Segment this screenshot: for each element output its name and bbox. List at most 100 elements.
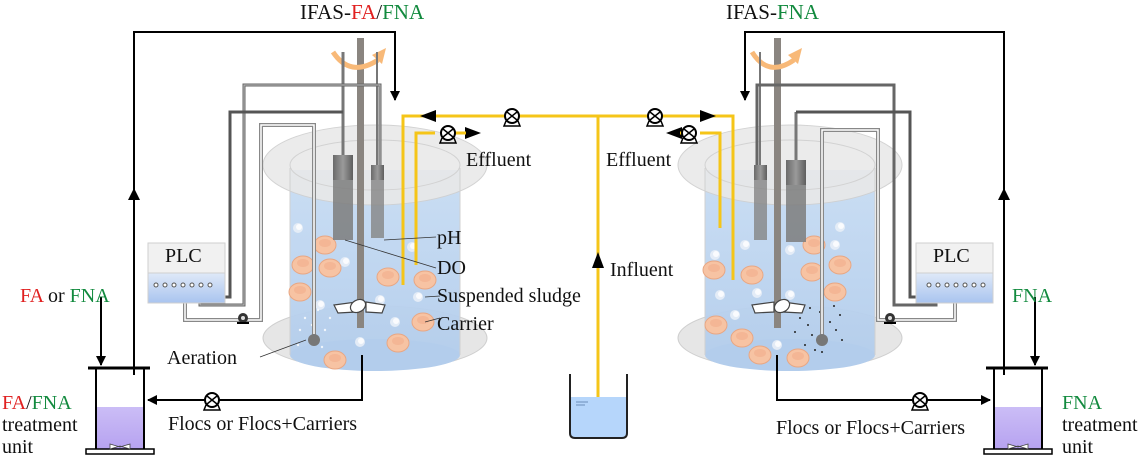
label-leaders — [259, 236, 441, 358]
carrier — [313, 235, 337, 255]
floc — [830, 240, 840, 250]
carrier — [730, 328, 754, 348]
unit-fa: FA — [2, 392, 27, 414]
right-reactor — [677, 38, 903, 371]
left-dosing-label: FA or FNA — [20, 286, 110, 306]
left-ph-probe — [371, 52, 384, 238]
right-feed-arrow — [700, 110, 716, 122]
carrier — [291, 255, 315, 275]
title-prefix: IFAS- — [300, 0, 351, 24]
unit-line-2: treatment — [1062, 414, 1138, 436]
left-reactor — [262, 38, 488, 371]
title-fna: FNA — [776, 0, 819, 24]
unit-slash: / — [26, 392, 32, 414]
carrier — [288, 282, 312, 302]
carrier — [413, 270, 437, 290]
floc — [730, 310, 740, 320]
title-prefix: IFAS- — [726, 0, 777, 24]
right-flocs-pump-icon — [911, 392, 929, 411]
left-agitator-shaft — [357, 38, 364, 328]
carrier — [704, 315, 728, 335]
dosing-fa: FA — [20, 285, 43, 307]
left-flocs-label: Flocs or Flocs+Carriers — [168, 413, 358, 435]
right-flocs-label: Flocs or Flocs+Carriers — [776, 417, 966, 439]
floc — [835, 222, 845, 232]
left-return-line — [133, 31, 400, 375]
unit-fna: FNA — [31, 392, 72, 414]
right-return-line — [740, 31, 1005, 375]
unit-line-1: FA/FNA — [2, 392, 78, 414]
floc — [785, 290, 795, 300]
left-rotation-arrow-icon — [330, 50, 380, 70]
floc — [740, 240, 750, 250]
suspended-sludge-label: Suspended sludge — [437, 285, 581, 307]
left-flocs-pump-icon — [203, 392, 221, 411]
carrier — [318, 258, 342, 278]
floc — [293, 223, 303, 233]
dosing-or: or — [42, 285, 70, 307]
right-feed-pump-icon — [646, 108, 664, 127]
carrier — [323, 350, 347, 370]
dosing-fna: FNA — [1012, 285, 1053, 307]
carrier — [828, 255, 852, 275]
carrier — [702, 260, 726, 280]
floc — [772, 340, 782, 350]
right-rotation-arrow-icon — [749, 50, 796, 70]
floc — [413, 292, 423, 302]
unit-line-1: FNA — [1062, 392, 1103, 414]
right-aeration-diffuser — [816, 334, 828, 346]
floc — [340, 257, 350, 267]
left-plc-label: PLC — [165, 245, 202, 267]
unit-line-3: unit — [1062, 436, 1094, 458]
left-plc-box — [147, 242, 226, 304]
carrier — [800, 262, 824, 282]
left-feed-pump-icon — [503, 108, 521, 127]
carrier — [376, 267, 400, 287]
unit-line-2: treatment — [2, 414, 78, 436]
aeration-label: Aeration — [167, 347, 237, 369]
left-do-probe — [333, 52, 353, 240]
carrier — [748, 345, 772, 365]
ph-label: pH — [437, 227, 462, 249]
right-plc-box — [915, 242, 994, 304]
left-impeller — [333, 298, 386, 314]
dosing-fna: FNA — [69, 285, 110, 307]
unit-line-3: unit — [2, 436, 34, 458]
do-label: DO — [437, 257, 466, 279]
left-effluent-label: Effluent — [466, 149, 532, 171]
floc — [390, 317, 400, 327]
left-treatment-unit — [85, 366, 155, 455]
right-impeller — [751, 298, 806, 314]
right-do-probe — [786, 112, 806, 242]
left-effluent-arrow — [465, 127, 481, 139]
right-effluent-label: Effluent — [606, 149, 672, 171]
title-fa: FA — [350, 0, 377, 24]
right-dosing-label: FNA — [1012, 286, 1052, 306]
left-feed-arrow — [420, 110, 436, 122]
right-treatment-unit — [983, 366, 1053, 455]
floc — [355, 337, 365, 347]
influent-label: Influent — [610, 259, 674, 281]
right-plc-label: PLC — [933, 245, 970, 267]
right-effluent-pump-icon — [680, 125, 698, 144]
influent-arrow — [592, 252, 604, 268]
left-treatment-unit-label: FA/FNA treatment unit — [2, 392, 78, 458]
title-fna: FNA — [382, 0, 425, 24]
carrier — [386, 333, 410, 353]
floc — [315, 300, 325, 310]
carrier — [411, 312, 435, 332]
left-reactor-title: IFAS-FA/FNA — [300, 2, 424, 23]
carrier-label: Carrier — [437, 313, 494, 335]
floc — [752, 288, 762, 298]
yellow-pipes — [401, 114, 735, 405]
right-agitator-shaft — [774, 38, 781, 328]
carrier — [786, 348, 810, 368]
left-aeration-diffuser — [308, 334, 320, 346]
influent-tank — [569, 374, 628, 439]
right-ph-probe — [754, 52, 767, 240]
floc — [710, 250, 720, 260]
right-effluent-arrow — [666, 127, 682, 139]
right-reactor-title: IFAS-FNA — [726, 2, 819, 23]
carrier — [823, 282, 847, 302]
